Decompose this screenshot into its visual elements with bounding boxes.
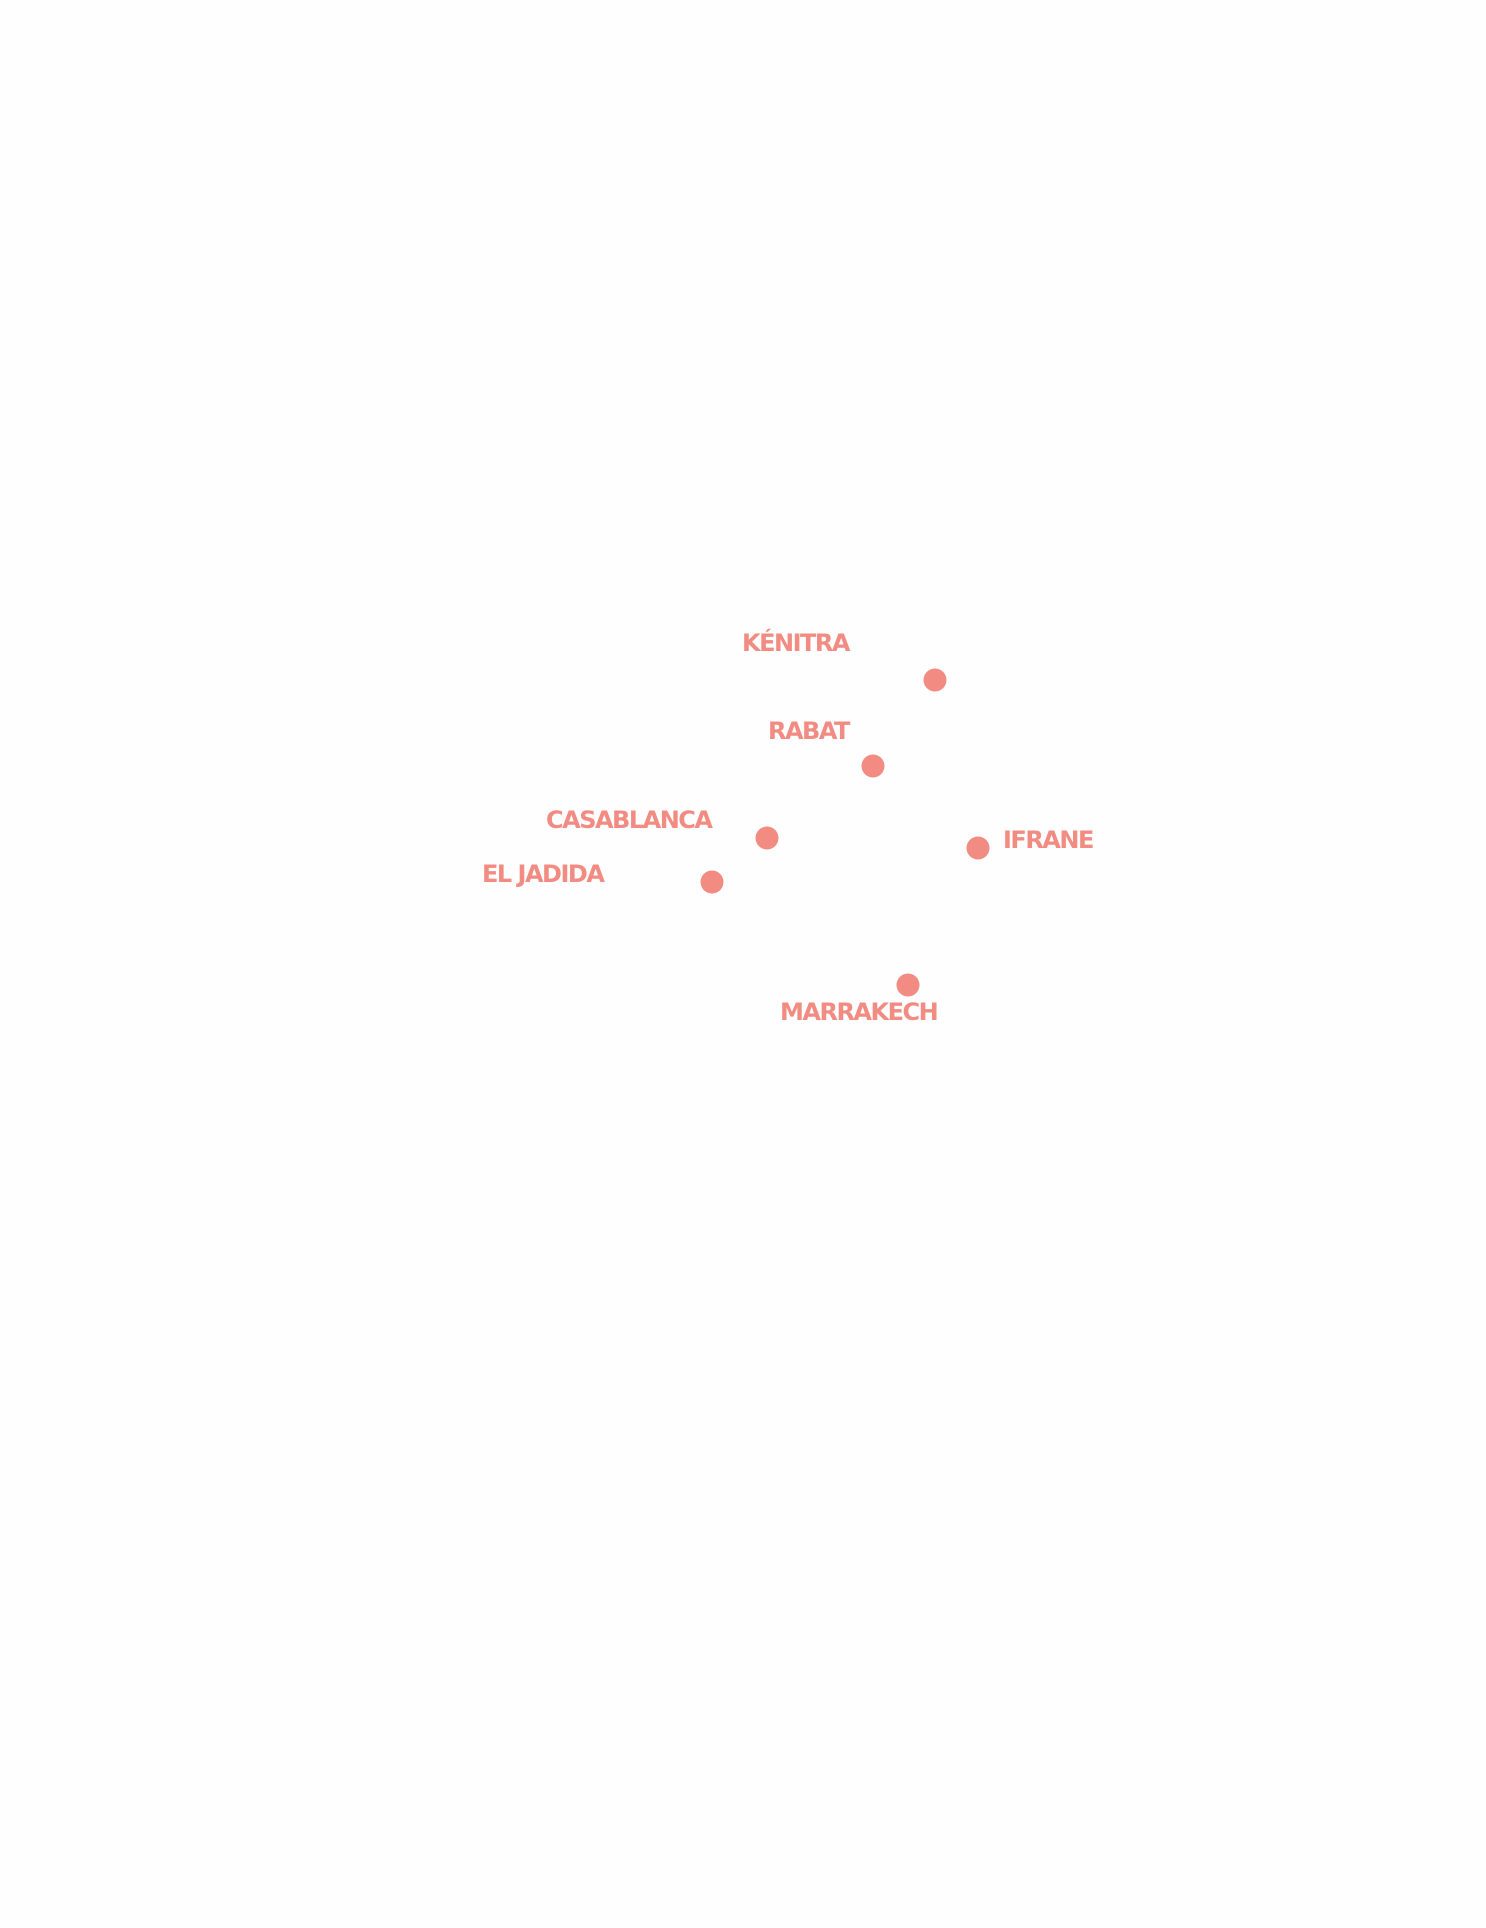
city-label-kenitra: KÉNITRA (742, 629, 850, 657)
city-label-ifrane: IFRANE (1003, 826, 1094, 854)
city-label-marrakech: MARRAKECH (780, 998, 939, 1026)
city-marker-ifrane[interactable] (966, 836, 990, 860)
city-label-casablanca: CASABLANCA (546, 806, 713, 834)
city-marker-el-jadida[interactable] (700, 870, 724, 894)
city-marker-casablanca[interactable] (755, 826, 779, 850)
city-label-rabat: RABAT (768, 717, 850, 745)
city-label-el-jadida: EL JADIDA (482, 860, 605, 888)
city-marker-rabat[interactable] (861, 754, 885, 778)
city-marker-marrakech[interactable] (896, 973, 920, 997)
city-marker-kenitra[interactable] (923, 668, 947, 692)
